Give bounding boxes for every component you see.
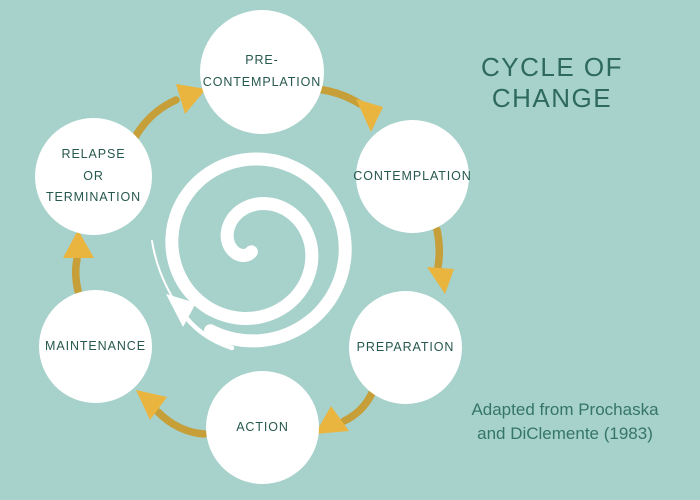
stage-preparation: PREPARATION [349,291,462,404]
arrow-head-icon [356,99,383,132]
arrow-head-icon [315,406,349,434]
page-title: CYCLE OF CHANGE [480,52,624,113]
arrow-head-icon [176,84,206,114]
arrow-tail [340,389,376,425]
stage-label: PREPARATION [356,339,455,354]
spiral-icon [165,152,352,348]
arrow-relapse-to-pre-contemplation [130,84,206,143]
stage-relapse-or-termination: RELAPSE OR TERMINATION [35,118,152,235]
spiral-arrow-icon [151,152,352,351]
stage-contemplation: CONTEMPLATION [353,120,472,233]
arrow-head-icon [136,390,167,420]
stage-pre-contemplation: PRE- CONTEMPLATION [200,10,324,134]
arrow-head-icon [427,267,454,294]
arrow-action-to-maintenance [136,390,208,438]
spiral-arrow-overshoot [151,240,175,301]
arrow-pre-contemplation-to-contemplation [313,85,383,132]
arrow-tail [313,85,364,108]
spiral-arrowhead-icon [166,294,196,327]
attribution-text: Adapted from Prochaska and DiClemente (1… [471,400,659,444]
stage-maintenance: MAINTENANCE [39,290,152,403]
stage-label: ACTION [236,419,289,434]
arrow-tail [433,226,444,271]
arrow-maintenance-to-relapse [63,230,94,295]
arrow-contemplation-to-preparation [427,226,454,294]
arrow-head-icon [63,230,94,258]
stage-label: MAINTENANCE [45,338,146,353]
arrow-tail [130,96,180,143]
arrow-preparation-to-action [315,389,376,434]
stage-action: ACTION [206,371,319,484]
arrow-tail [154,408,208,438]
stage-label: CONTEMPLATION [353,168,472,183]
stage-label: RELAPSE OR TERMINATION [45,146,142,205]
arrow-tail [71,255,82,295]
stage-label: PRE- CONTEMPLATION [202,53,322,89]
